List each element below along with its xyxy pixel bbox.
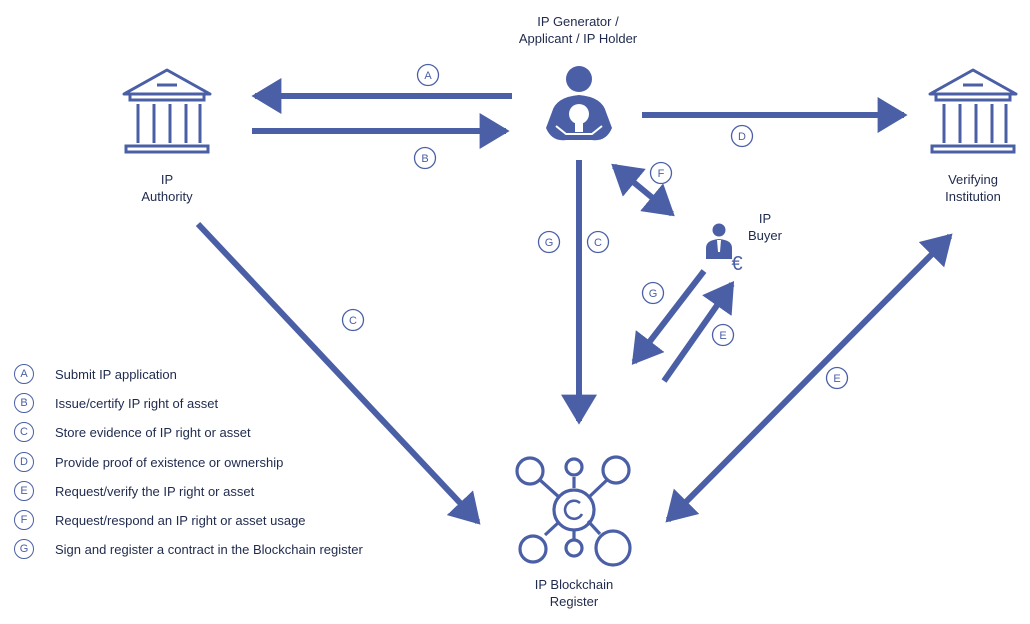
step-badges: A B D F G C C G E E xyxy=(341,63,849,390)
blockchain-network-icon xyxy=(515,455,632,567)
legend-badge: D xyxy=(14,451,34,472)
svg-text:F: F xyxy=(658,168,665,180)
authority-building-icon xyxy=(122,68,212,154)
svg-text:B: B xyxy=(421,153,428,165)
ip-buyer-person-icon: € xyxy=(706,223,743,275)
arrow-f-generator-buyer xyxy=(611,163,675,217)
badge-d: D xyxy=(730,124,754,148)
badge-a: A xyxy=(416,63,440,87)
legend-label: Submit IP application xyxy=(55,367,177,382)
legend-badge: G xyxy=(14,539,34,560)
arrow-g-buyer-to-register xyxy=(631,269,707,365)
svg-text:E: E xyxy=(833,373,840,385)
euro-icon: € xyxy=(731,253,742,275)
svg-text:E: E xyxy=(719,330,726,342)
svg-text:G: G xyxy=(545,237,554,249)
legend-label: Sign and register a contract in the Bloc… xyxy=(55,542,363,558)
verifier-building-icon xyxy=(928,68,1018,154)
legend-label: Issue/certify IP right of asset xyxy=(55,396,219,412)
badge-g-center: G xyxy=(537,230,561,254)
ip-authority-label: IP Authority xyxy=(141,172,193,204)
badge-g-buyer: G xyxy=(641,281,665,305)
ip-buyer-label: IP Buyer xyxy=(748,211,782,243)
svg-text:C: C xyxy=(349,315,357,327)
legend-badge: B xyxy=(14,393,34,414)
legend-label: Request/verify the IP right or asset xyxy=(55,483,255,499)
legend-badge: E xyxy=(14,480,34,501)
lightbulb-icon xyxy=(569,104,589,124)
legend-badge: A xyxy=(14,364,34,384)
svg-text:A: A xyxy=(424,70,432,82)
arrow-c-authority-to-register xyxy=(195,221,481,525)
svg-text:D: D xyxy=(738,131,746,143)
badge-f: F xyxy=(649,161,673,185)
flow-arrows xyxy=(195,78,953,525)
badge-c-center: C xyxy=(586,230,610,254)
badge-c-left: C xyxy=(341,308,365,332)
badge-e-buyer: E xyxy=(711,323,735,347)
legend-label: Request/respond an IP right or asset usa… xyxy=(55,512,306,528)
blockchain-register-label: IP Blockchain Register xyxy=(534,577,614,609)
legend-badge: C xyxy=(14,422,34,443)
svg-text:G: G xyxy=(649,288,658,300)
legend-label: Store evidence of IP right or asset xyxy=(55,425,251,441)
arrow-e-register-verifier xyxy=(665,233,953,523)
legend-label: Provide proof of existence or ownership xyxy=(55,454,284,470)
badge-e-verifier: E xyxy=(825,366,849,390)
legend-badge: F xyxy=(14,509,34,530)
svg-text:C: C xyxy=(594,237,602,249)
badge-b: B xyxy=(413,146,437,170)
verifying-institution-label: Verifying Institution xyxy=(945,172,1001,204)
ip-generator-label: IP Generator / Applicant / IP Holder xyxy=(518,14,638,46)
ip-generator-person-icon xyxy=(546,66,612,141)
